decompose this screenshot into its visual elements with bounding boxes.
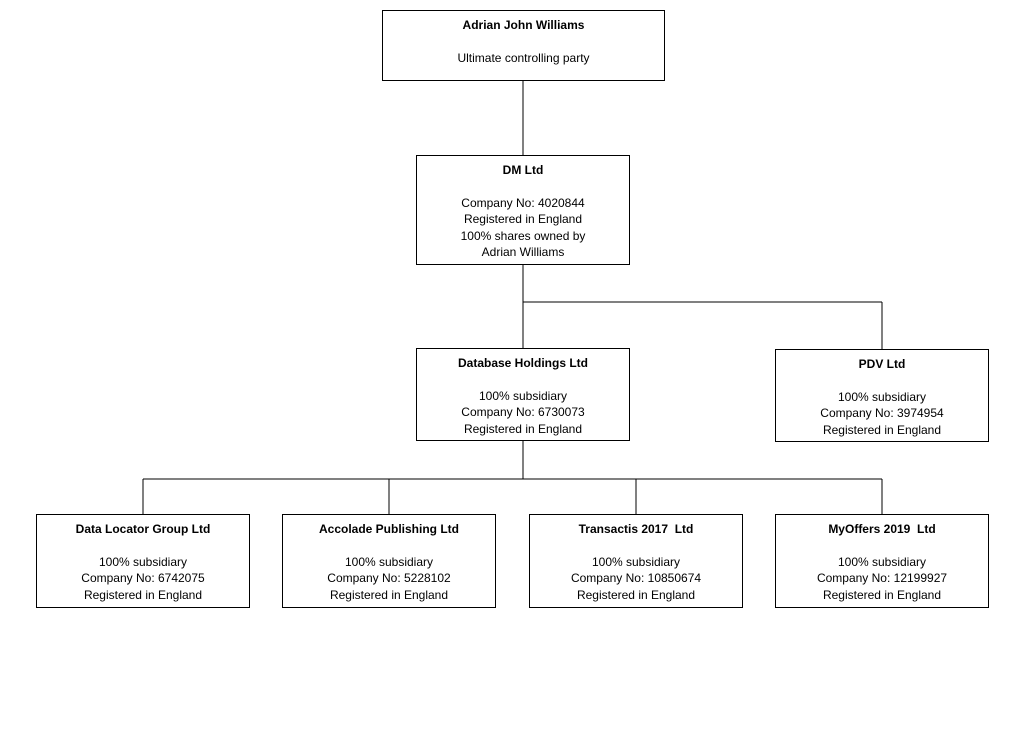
node-dm-ltd: DM Ltd Company No: 4020844 Registered in… (416, 155, 630, 265)
node-accolade-publishing-ltd: Accolade Publishing Ltd 100% subsidiary … (282, 514, 496, 608)
node-data-locator-group-ltd: Data Locator Group Ltd 100% subsidiary C… (36, 514, 250, 608)
node-line: Registered in England (83, 587, 203, 602)
node-title: DM Ltd (502, 163, 544, 177)
node-line: 100% subsidiary (837, 389, 927, 404)
node-line: Company No: 6742075 (81, 571, 205, 585)
node-title: Data Locator Group Ltd (75, 522, 211, 536)
node-title: Database Holdings Ltd (457, 356, 588, 370)
node-line: Registered in England (463, 421, 583, 436)
node-line: Registered in England (822, 587, 942, 602)
node-line: Registered in England (822, 422, 942, 437)
node-title: Accolade Publishing Ltd (318, 522, 459, 536)
node-line: 100% subsidiary (98, 554, 188, 569)
node-line: Ultimate controlling party (457, 50, 590, 65)
node-line: Company No: 4020844 (461, 195, 585, 210)
node-line: Registered in England (329, 587, 449, 602)
node-myoffers-2019-ltd: MyOffers 2019 Ltd 100% subsidiary Compan… (775, 514, 989, 608)
node-title: PDV Ltd (858, 357, 906, 371)
node-line: Adrian Williams (481, 245, 565, 259)
node-line: 100% shares owned by (460, 228, 586, 243)
node-transactis-2017-ltd: Transactis 2017 Ltd 100% subsidiary Comp… (529, 514, 743, 608)
node-title: Adrian John Williams (462, 18, 585, 32)
node-line: Registered in England (463, 212, 583, 226)
node-title: Transactis 2017 Ltd (578, 522, 694, 536)
node-line: Company No: 6730073 (461, 405, 585, 419)
node-adrian-john-williams: Adrian John Williams Ultimate controllin… (382, 10, 665, 81)
node-line: Registered in England (576, 587, 696, 602)
node-line: 100% subsidiary (837, 554, 927, 569)
node-line: 100% subsidiary (344, 554, 434, 569)
node-database-holdings-ltd: Database Holdings Ltd 100% subsidiary Co… (416, 348, 630, 441)
node-line: Company No: 3974954 (820, 406, 944, 420)
node-title: MyOffers 2019 Ltd (828, 522, 936, 536)
node-line: Company No: 5228102 (327, 571, 451, 585)
node-line: 100% subsidiary (478, 388, 568, 403)
node-pdv-ltd: PDV Ltd 100% subsidiary Company No: 3974… (775, 349, 989, 442)
node-line: Company No: 12199927 (816, 571, 948, 585)
node-line: Company No: 10850674 (570, 571, 702, 585)
node-line: 100% subsidiary (591, 554, 681, 569)
